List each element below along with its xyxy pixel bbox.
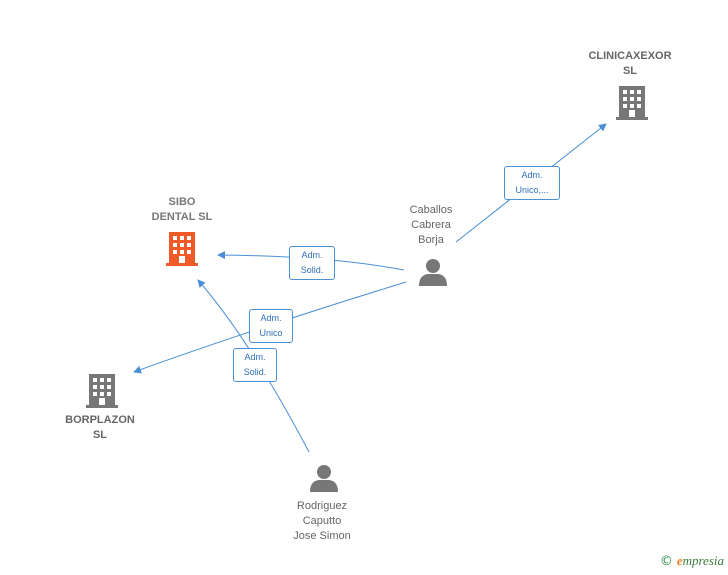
node-label-borplazon[interactable]: BORPLAZON SL xyxy=(65,414,135,441)
node-label-clinicaxexor[interactable]: CLINICAXEXOR SL xyxy=(588,50,672,77)
building-icon[interactable] xyxy=(616,86,648,120)
edge-label-rodriguez-sibo: Adm. Solid. xyxy=(233,348,277,382)
node-label-sibo[interactable]: SIBO DENTAL SL xyxy=(151,196,213,223)
brand-name: mpresia xyxy=(682,553,724,568)
edge-label-caballos-borplazon: Adm. Unico xyxy=(249,309,293,343)
copyright-icon: © xyxy=(659,554,673,569)
edge-label-caballos-clinicaxexor: Adm. Unico,... xyxy=(504,166,560,200)
brand-logo: ©empresia xyxy=(660,553,724,569)
node-label-caballos[interactable]: Caballos Cabrera Borja xyxy=(409,204,453,246)
person-icon[interactable] xyxy=(310,465,338,492)
node-label-rodriguez[interactable]: Rodriguez Caputto Jose Simon xyxy=(293,500,351,542)
building-icon[interactable] xyxy=(86,374,118,408)
brand-initial: e xyxy=(676,553,683,568)
edge-label-caballos-sibo: Adm. Solid. xyxy=(289,246,335,280)
building-icon[interactable] xyxy=(166,232,198,266)
person-icon[interactable] xyxy=(419,259,447,286)
